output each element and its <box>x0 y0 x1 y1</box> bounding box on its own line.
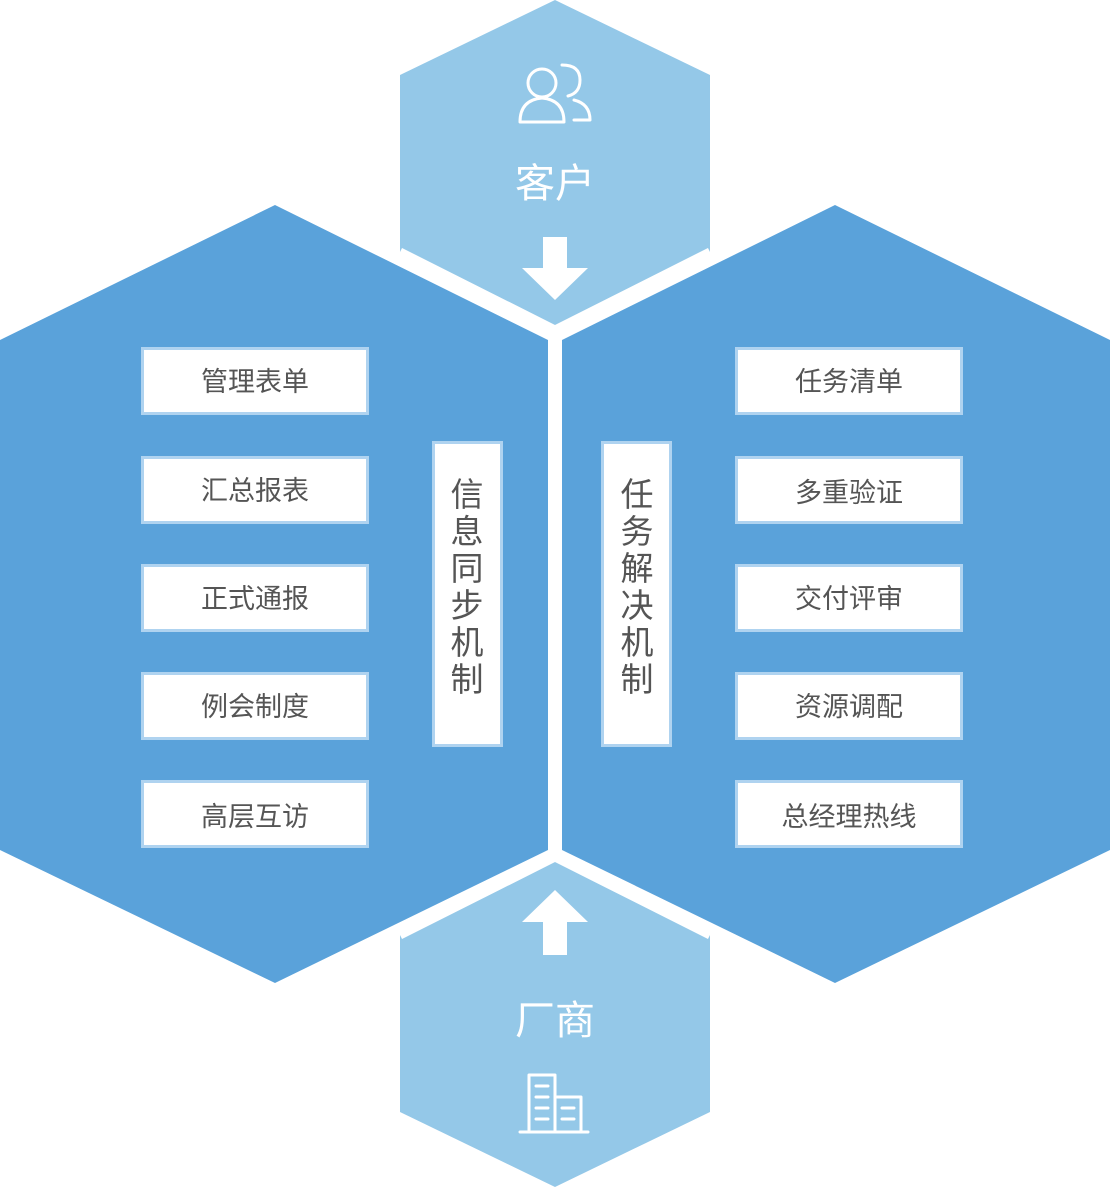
left-mechanism-text: 信 息 同 步 机 制 <box>451 475 484 699</box>
left-item-box <box>141 347 369 415</box>
right-item-label: 交付评审 <box>795 584 903 615</box>
left-item-label: 汇总报表 <box>201 476 309 507</box>
left-mechanism-char: 息 <box>451 512 484 551</box>
arrow-up-icon <box>522 890 588 955</box>
left-item-label: 管理表单 <box>201 367 309 398</box>
right-item-box <box>735 672 963 740</box>
left-item-box <box>141 456 369 524</box>
left-item-box <box>141 564 369 632</box>
right-item-label: 任务清单 <box>795 367 903 398</box>
right-item-label: 多重验证 <box>795 478 903 509</box>
users-icon <box>518 63 592 124</box>
right-item-box <box>735 456 963 524</box>
right-mechanism-char: 决 <box>621 586 654 625</box>
bottom-node-label: 厂商 <box>515 998 595 1044</box>
right-item-box <box>735 347 963 415</box>
left-mechanism-char: 机 <box>451 623 484 662</box>
left-item-box <box>141 672 369 740</box>
building-icon <box>518 1073 590 1134</box>
left-item-box <box>141 780 369 848</box>
right-item-label: 资源调配 <box>795 692 903 723</box>
top-hexagon <box>400 0 710 327</box>
right-item-label: 总经理热线 <box>782 802 917 833</box>
right-mechanism-char: 机 <box>621 623 654 662</box>
left-mechanism-char: 步 <box>451 586 484 625</box>
right-mechanism-text: 任 务 解 决 机 制 <box>621 475 654 699</box>
right-mechanism-char: 任 <box>621 475 654 514</box>
left-mechanism-char: 同 <box>451 549 484 588</box>
right-mechanism-char: 制 <box>621 660 654 699</box>
right-mechanism-char: 务 <box>621 512 654 551</box>
left-mechanism-box <box>432 441 503 747</box>
left-items: 管理表单 汇总报表 正式通报 例会制度 高层互访 <box>141 347 369 848</box>
left-mechanism-char: 信 <box>451 475 484 514</box>
left-item-label: 高层互访 <box>201 802 309 833</box>
right-items: 任务清单 多重验证 交付评审 资源调配 总经理热线 <box>735 347 963 848</box>
right-mechanism-char: 解 <box>621 549 654 588</box>
right-item-box <box>735 780 963 848</box>
left-item-label: 例会制度 <box>201 692 309 723</box>
bottom-hexagon <box>400 860 710 1187</box>
right-mechanism-box <box>601 441 672 747</box>
arrow-down-icon <box>522 237 588 300</box>
left-mechanism-char: 制 <box>451 660 484 699</box>
left-item-label: 正式通报 <box>201 584 309 615</box>
separators <box>397 247 713 940</box>
right-item-box <box>735 564 963 632</box>
top-node-label: 客户 <box>515 161 595 207</box>
